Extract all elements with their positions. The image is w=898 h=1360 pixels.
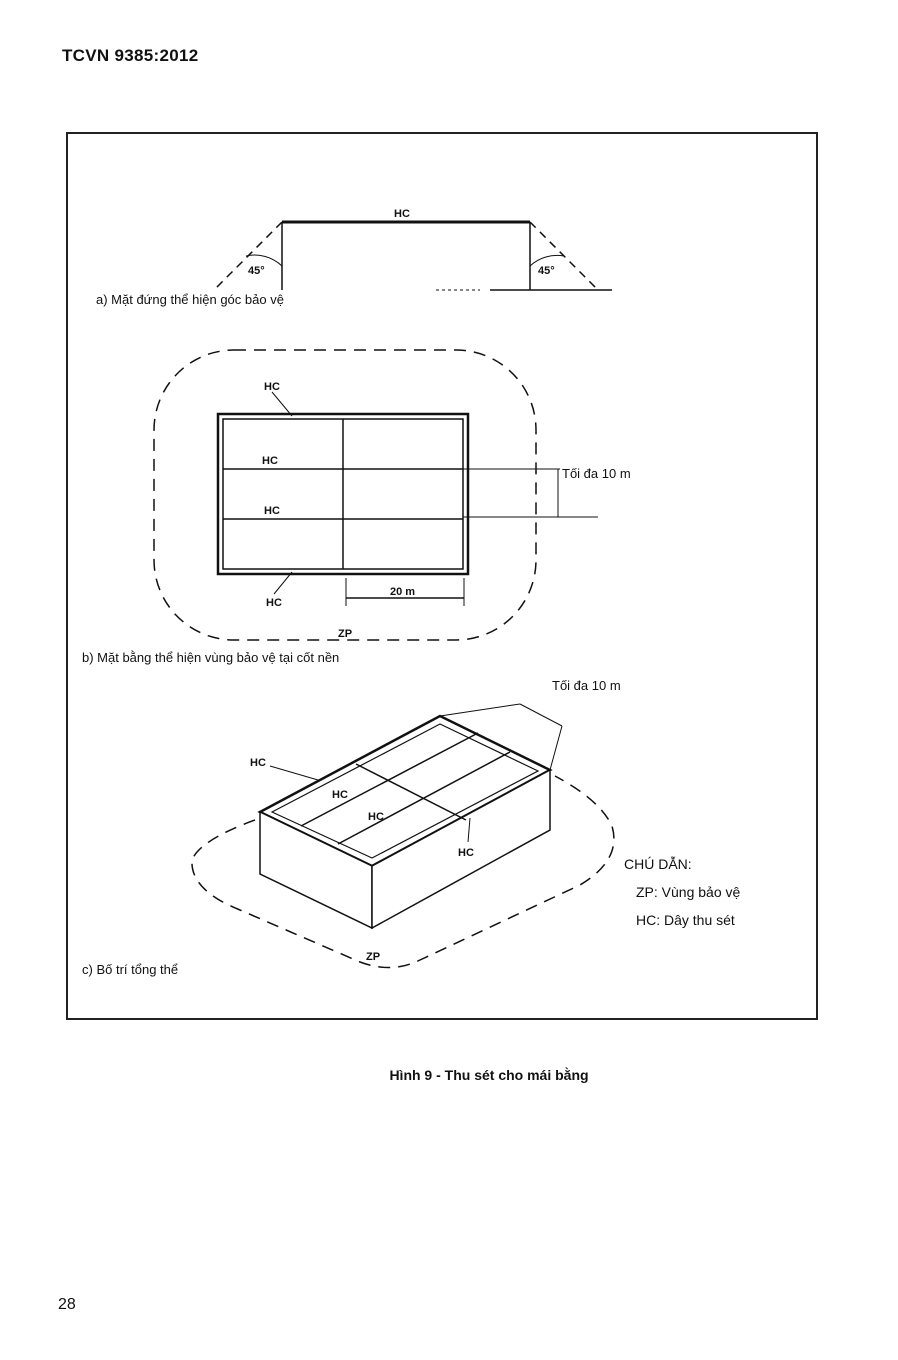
figure-frame bbox=[66, 132, 818, 1020]
hc-leader-bottom bbox=[273, 571, 293, 595]
angle-arc-right bbox=[529, 254, 565, 267]
elevation-diagram bbox=[213, 220, 612, 291]
iso-spacing-line-2 bbox=[549, 725, 563, 771]
roof-inner bbox=[270, 723, 540, 859]
angle-label-right: 45° bbox=[538, 265, 555, 277]
building-outline bbox=[216, 412, 470, 576]
document-header: TCVN 9385:2012 bbox=[62, 46, 199, 65]
angle-label-left: 45° bbox=[248, 265, 265, 277]
legend-item-hc: HC: Dây thu sét bbox=[636, 912, 735, 928]
page-number: 28 bbox=[58, 1296, 76, 1313]
hc-leader-iso-front bbox=[467, 817, 471, 843]
hc-leader-top bbox=[271, 391, 293, 417]
iso-mesh-line-b bbox=[300, 732, 479, 827]
hc-label-plan-top: HC bbox=[264, 381, 280, 393]
dimension-label: 20 m bbox=[390, 586, 415, 598]
protection-zone-outline bbox=[153, 349, 537, 641]
hc-label-iso-front: HC bbox=[458, 847, 474, 859]
hc-label-iso-mid2: HC bbox=[368, 811, 384, 823]
hc-label-plan-row1: HC bbox=[262, 455, 278, 467]
hc-label-plan-row2: HC bbox=[264, 505, 280, 517]
legend-title: CHÚ DẪN: bbox=[624, 856, 692, 872]
max-spacing-label-iso: Tối đa 10 m bbox=[552, 678, 621, 693]
plan-diagram bbox=[153, 349, 598, 641]
legend: CHÚ DẪN: ZP: Vùng bảo vệ HC: Dây thu sét bbox=[624, 850, 740, 934]
wall-right bbox=[371, 768, 551, 930]
iso-mesh-line-c bbox=[337, 751, 511, 845]
figure-caption: Hình 9 - Thu sét cho mái bằng bbox=[389, 1067, 589, 1083]
angle-arc-left bbox=[245, 254, 283, 267]
max-spacing-label-plan: Tối đa 10 m bbox=[562, 466, 631, 481]
iso-spacing-line-1 bbox=[439, 703, 521, 717]
iso-mesh-line-a bbox=[355, 763, 467, 821]
iso-spacing-arrow bbox=[519, 703, 563, 727]
legend-item-zp: ZP: Vùng bảo vệ bbox=[636, 884, 741, 900]
hc-label-iso-mid1: HC bbox=[332, 789, 348, 801]
part-a-caption: a) Mặt đứng thể hiện góc bảo vệ bbox=[96, 292, 284, 307]
hc-leader-iso bbox=[269, 765, 319, 781]
zone-label-plan: ZP bbox=[338, 628, 352, 640]
part-b-caption: b) Mặt bằng thể hiện vùng bảo vệ tại cốt… bbox=[82, 650, 340, 665]
hc-label-plan-bottom: HC bbox=[266, 597, 282, 609]
hc-label-iso-top: HC bbox=[250, 757, 266, 769]
hc-label-elevation: HC bbox=[394, 208, 410, 220]
part-c-caption: c) Bố trí tổng thể bbox=[82, 962, 179, 977]
zone-label-iso: ZP bbox=[366, 951, 380, 963]
isometric-diagram bbox=[191, 703, 615, 969]
